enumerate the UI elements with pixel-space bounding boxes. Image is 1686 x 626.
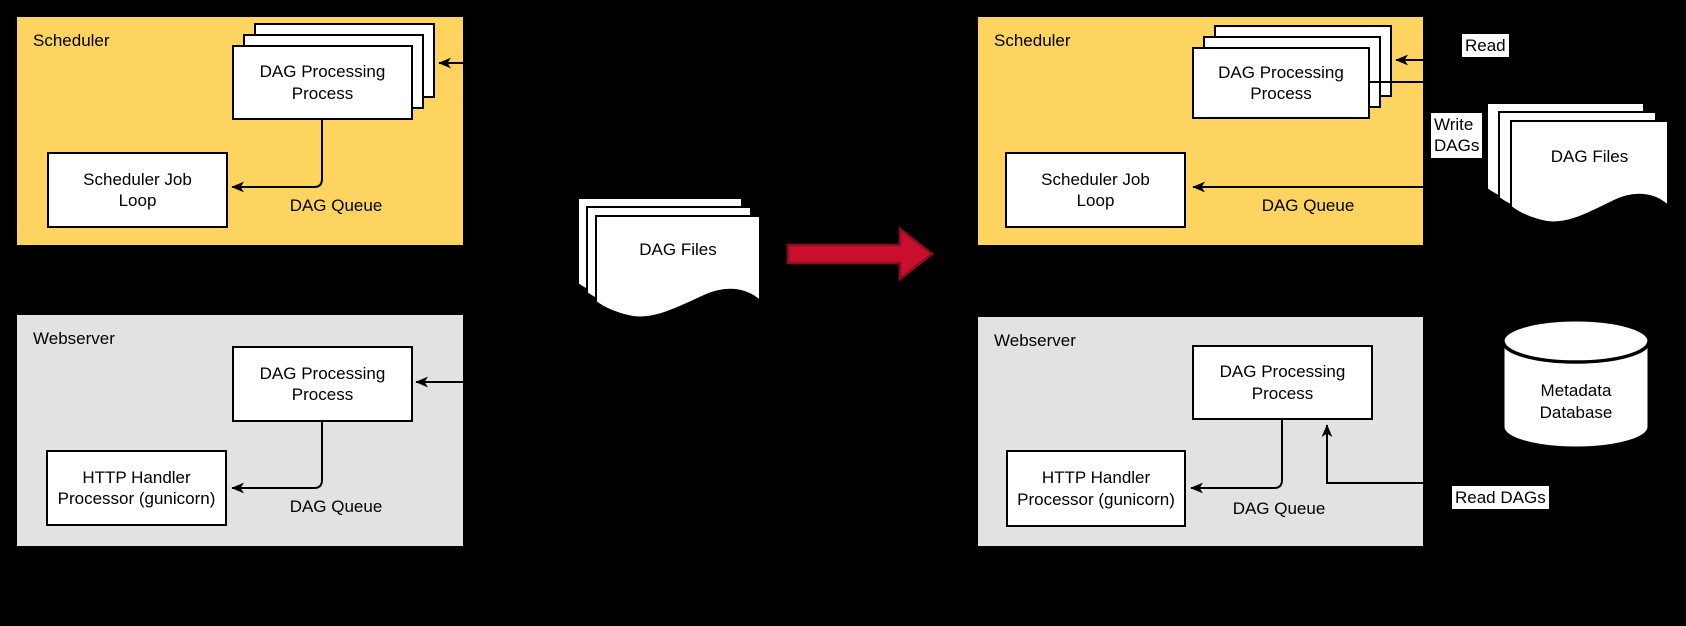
left-webserver-dag-processing-node: DAG Processing Process [232,346,413,422]
node-label: DAG Processing Process [259,62,386,103]
left-scheduler-dag-processing-node: DAG Processing Process [232,45,413,120]
node-label: DAG Processing Process [259,363,386,404]
node-label: DAG Processing Process [1219,362,1346,403]
right-webserver-dag-processing-node: DAG Processing Process [1192,345,1373,420]
left-webserver-http-handler-node: HTTP Handler Processor (gunicorn) [46,450,227,526]
transition-arrow [786,226,935,282]
write-dags-annotation: Write DAGs [1431,113,1483,158]
right-webserver-title: Webserver [994,331,1076,350]
right-scheduler-title: Scheduler [994,31,1071,50]
read-annotation: Read [1462,34,1509,58]
metadata-database-cylinder [1501,318,1651,450]
left-scheduler-dag-queue-label: DAG Queue [289,196,383,215]
node-label: Scheduler Job Loop [1041,169,1150,210]
left-webserver-dag-queue-label: DAG Queue [289,497,383,516]
right-webserver-http-handler-node: HTTP Handler Processor (gunicorn) [1006,450,1186,527]
metadata-database-label: Metadata Database [1539,381,1613,423]
right-webserver-dag-queue-label: DAG Queue [1232,499,1326,518]
node-label: DAG Processing Process [1218,62,1344,103]
dag-files-document-front [595,215,761,319]
read-dags-annotation: Read DAGs [1452,486,1549,510]
right-scheduler-dag-queue-label: DAG Queue [1261,196,1355,215]
left-webserver-title: Webserver [33,329,115,348]
node-label: Scheduler Job Loop [83,169,192,210]
dag-files-document-front [1510,120,1669,224]
right-scheduler-dag-processing-node: DAG Processing Process [1192,47,1370,119]
left-scheduler-title: Scheduler [33,31,110,50]
left-scheduler-job-loop-node: Scheduler Job Loop [47,152,228,228]
right-dag-files-label: DAG Files [1550,147,1629,166]
node-label: HTTP Handler Processor (gunicorn) [1017,468,1175,509]
right-scheduler-job-loop-node: Scheduler Job Loop [1005,152,1186,228]
middle-dag-files-label: DAG Files [639,240,717,259]
node-label: HTTP Handler Processor (gunicorn) [57,467,216,508]
